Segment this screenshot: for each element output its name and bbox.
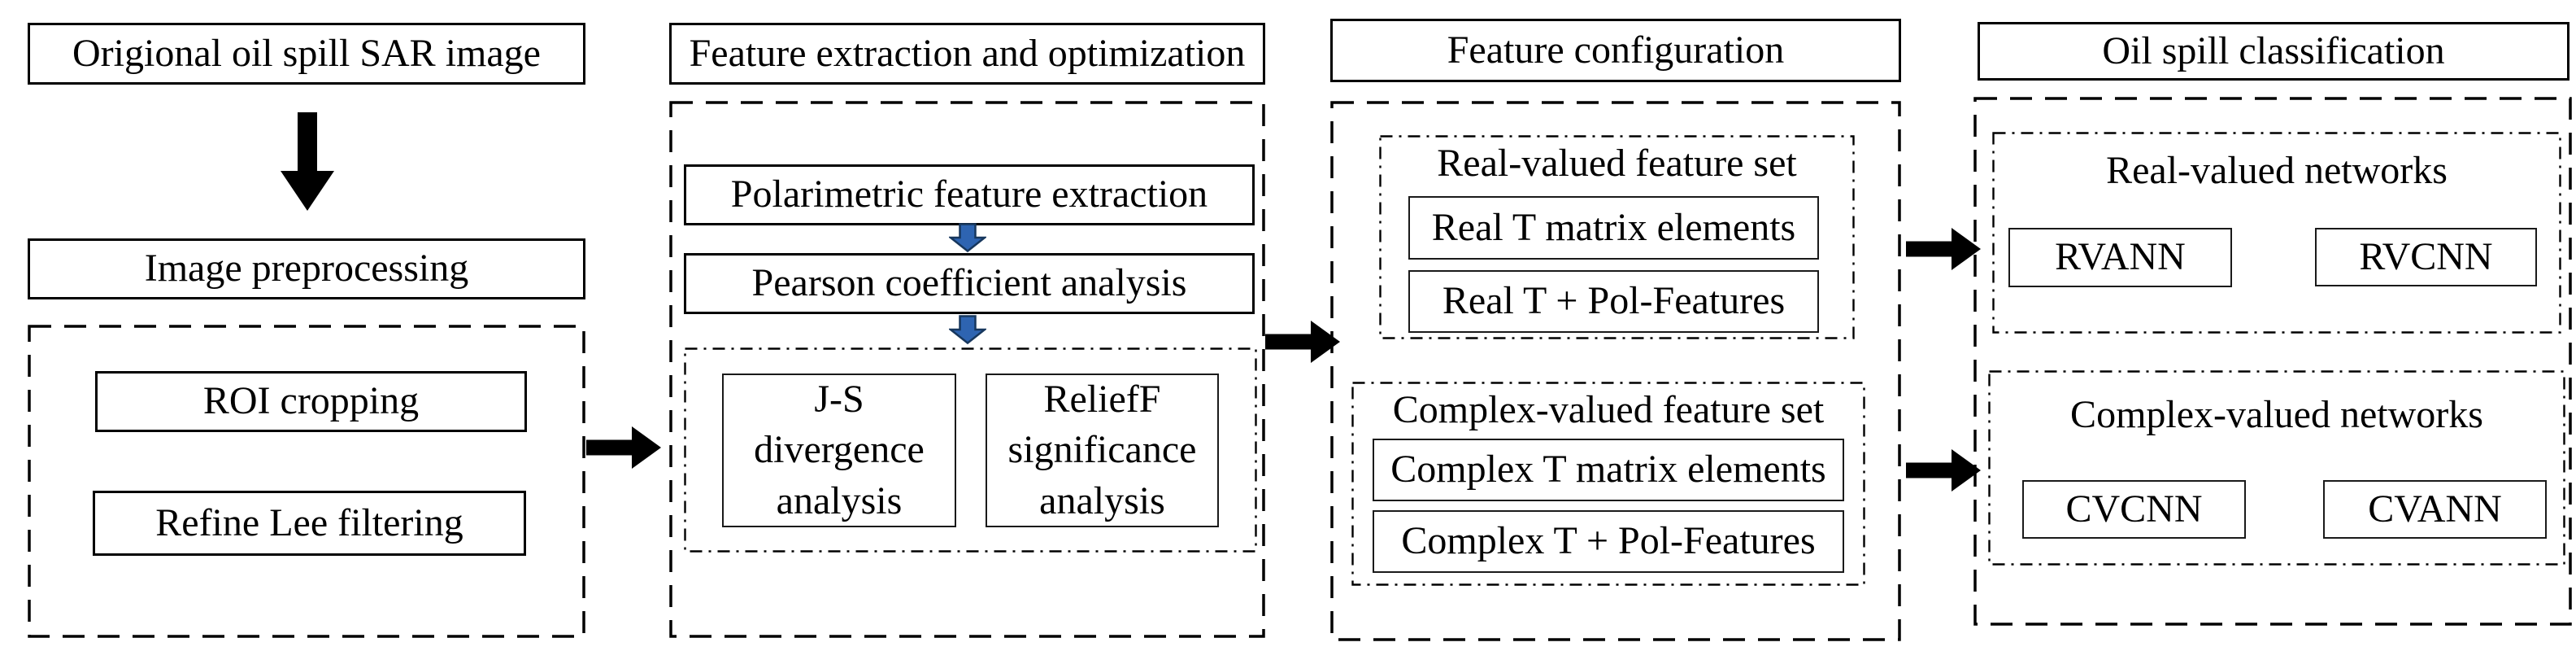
blue-step-arrow-icon [949,223,986,253]
stage1-title-box: Origional oil spill SAR image [28,23,585,85]
refine-lee-filtering-box: Refine Lee filtering [93,491,526,556]
stage4-title-box: Oil spill classification [1978,22,2569,81]
flow-arrow-complex-set-to-networks-icon [1906,449,1981,492]
real-networks-title: Real-valued networks [2106,148,2448,192]
rvcnn-box: RVCNN [2315,228,2537,286]
stage2-title-box: Feature extraction and optimization [669,23,1265,85]
cvann-box: CVANN [2323,480,2547,539]
complex-networks-title: Complex-valued networks [2070,392,2483,436]
flow-arrow-stage1-to-stage2-icon [586,426,661,469]
polarimetric-extraction-box: Polarimetric feature extraction [684,164,1255,225]
cvcnn-box: CVCNN [2022,480,2246,539]
down-arrow-icon [281,112,334,211]
flow-arrow-real-set-to-networks-icon [1906,228,1981,270]
real-feature-set-title: Real-valued feature set [1437,141,1797,185]
roi-cropping-box: ROI cropping [95,371,527,432]
rvann-box: RVANN [2008,228,2232,287]
flow-arrow-stage2-to-stage3-icon [1265,321,1340,363]
pearson-analysis-box: Pearson coefficient analysis [684,253,1255,314]
real-t-pol-features-box: Real T + Pol-Features [1408,270,1819,333]
js-divergence-box: J-S divergence analysis [722,374,956,527]
complex-t-pol-features-box: Complex T + Pol-Features [1373,510,1844,573]
stage3-title-box: Feature configuration [1330,19,1901,82]
blue-step-arrow-icon [949,315,986,345]
relieff-analysis-box: ReliefF significance analysis [986,374,1219,527]
complex-feature-set-title: Complex-valued feature set [1392,387,1825,431]
real-t-matrix-box: Real T matrix elements [1408,196,1819,260]
image-preprocessing-box: Image preprocessing [28,238,585,299]
complex-t-matrix-box: Complex T matrix elements [1373,439,1844,501]
